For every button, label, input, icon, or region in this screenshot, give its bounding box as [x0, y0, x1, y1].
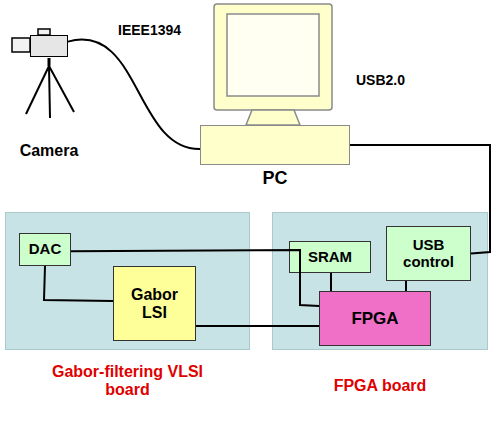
node-heading: PC [245, 168, 305, 188]
lsi-box: Gabor LSI [113, 266, 196, 341]
node-label: USB control [398, 237, 460, 271]
cable-line [68, 40, 200, 149]
camera-node: Camera [30, 35, 68, 57]
cable-line [44, 266, 113, 301]
node-label: DAC [20, 241, 70, 258]
tripod-leg [49, 66, 74, 112]
sram-box: SRAM [289, 241, 371, 273]
cable-label: IEEE1394 [118, 22, 181, 38]
node-heading: Camera [4, 142, 94, 160]
tripod-head [48, 58, 51, 66]
fpga-board: FPGA boardSRAMUSB controlFPGA [272, 212, 488, 350]
usb-control-box: USB control [386, 226, 471, 281]
node-label: SRAM [291, 249, 369, 266]
node-heading: FPGA board [310, 377, 450, 395]
camera-lens [12, 38, 30, 52]
cable-line [405, 281, 407, 291]
monitor-stand [246, 110, 300, 125]
cable-line [71, 250, 319, 306]
cable-label: USB2.0 [356, 72, 405, 88]
monitor-screen [227, 14, 319, 96]
pc-node: PC [200, 125, 350, 165]
dac-box: DAC [19, 233, 71, 266]
cable-line [196, 325, 319, 327]
tripod-leg [49, 66, 50, 118]
vlsi-board: Gabor-filtering VLSI boardDACGabor LSI [5, 212, 250, 350]
node-label: Gabor LSI [127, 286, 183, 322]
tripod-leg [26, 66, 49, 114]
cable-line [350, 145, 490, 254]
monitor-body [214, 4, 332, 110]
node-heading: Gabor-filtering VLSI board [38, 363, 218, 399]
cable-line [330, 273, 332, 291]
node-label: FPGA [325, 309, 425, 328]
fpga-chip-box: FPGA [319, 291, 431, 346]
